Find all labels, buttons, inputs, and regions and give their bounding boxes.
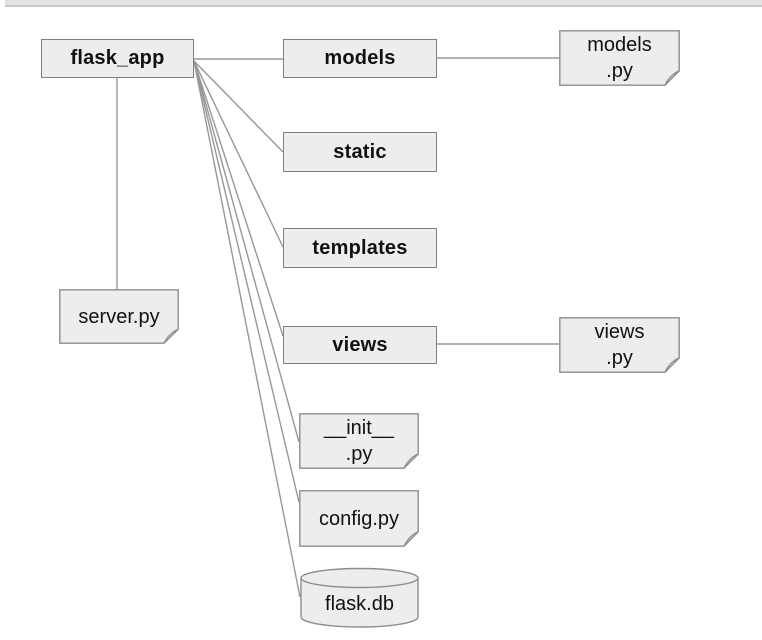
database-cylinder-icon (300, 567, 419, 628)
edge-flask_app-static (193, 60, 284, 153)
node-views-py-label: views .py (594, 319, 644, 371)
node-flask-db-database[interactable]: flask.db (300, 567, 419, 629)
node-templates-label: templates (312, 236, 408, 259)
node-views-py-line2: .py (606, 347, 633, 369)
node-models-label: models (324, 47, 396, 69)
node-models-py-line1: models (587, 34, 652, 56)
node-init-py-line2: .py (345, 443, 373, 465)
node-models-py-file[interactable]: models .py (559, 30, 680, 86)
edge-flask_app-views (193, 60, 284, 337)
node-views-py-file[interactable]: views .py (559, 317, 680, 373)
node-config-py-label: config.py (319, 506, 399, 532)
node-views-py-line1: views (594, 321, 645, 343)
node-init-py-line1: __init__ (323, 417, 395, 439)
node-flask-db-label: flask.db (325, 592, 394, 615)
node-server-py-file[interactable]: server.py (59, 289, 179, 344)
node-flask-app-label: flask_app (70, 47, 165, 69)
file-shape-icon (559, 317, 680, 373)
node-views-folder[interactable]: views (283, 326, 437, 364)
node-init-py-label: __init__ .py (324, 415, 394, 467)
node-init-py-file[interactable]: __init__ .py (299, 413, 419, 469)
node-static-folder[interactable]: static (283, 132, 437, 172)
node-flask-app-folder[interactable]: flask_app (41, 39, 194, 78)
file-shape-icon (299, 413, 419, 469)
node-views-label: views (332, 333, 388, 356)
node-models-folder[interactable]: models (283, 39, 437, 78)
edge-flask_app-flask_db (193, 60, 301, 598)
node-static-label: static (333, 140, 387, 163)
node-templates-folder[interactable]: templates (283, 228, 437, 268)
file-shape-icon (59, 289, 179, 344)
top-chrome-strip (5, 0, 762, 7)
file-shape-icon (299, 490, 419, 547)
node-config-py-line1: config.py (318, 507, 400, 530)
node-models-py-label: models .py (587, 32, 651, 84)
node-config-py-file[interactable]: config.py (299, 490, 419, 547)
edge-flask_app-init_py (193, 60, 300, 443)
edge-flask_app-config_py (193, 60, 300, 503)
node-models-py-line2: .py (606, 60, 633, 82)
node-server-py-label: server.py (78, 304, 159, 330)
file-shape-icon (559, 30, 680, 86)
edge-flask_app-templates (193, 60, 284, 248)
node-server-py-line1: server.py (78, 305, 160, 328)
